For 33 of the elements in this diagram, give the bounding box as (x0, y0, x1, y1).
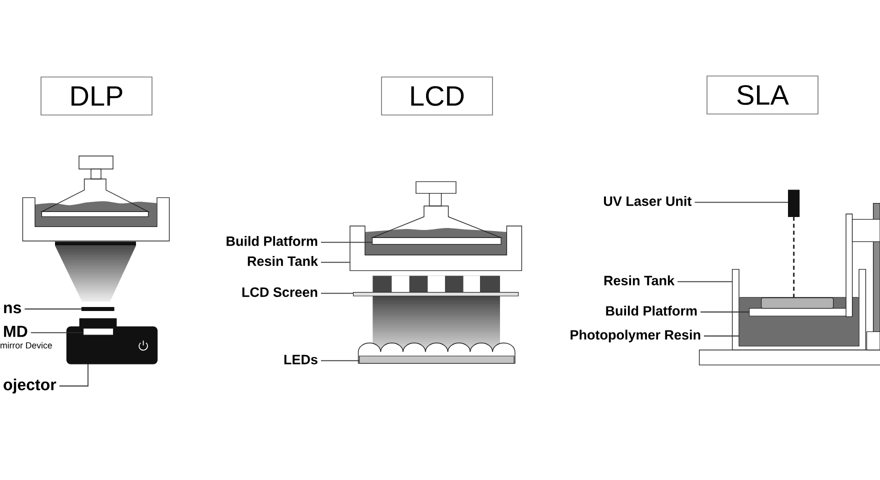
leader-line (320, 262, 350, 263)
part-label: Build Platform (606, 306, 697, 316)
leader-line (58, 364, 88, 386)
printed-part (761, 298, 834, 309)
leader-line (694, 202, 789, 203)
laser-unit (788, 190, 800, 217)
leader-line (677, 281, 733, 282)
part-label: Resin Tank (604, 275, 675, 286)
part-label: ns (4, 304, 22, 314)
lcd-screen (353, 292, 519, 296)
laser-beam (793, 216, 795, 298)
part-label: LEDs (284, 354, 318, 364)
leader-line (320, 242, 373, 243)
part-label: UV Laser Unit (604, 196, 692, 206)
lens (81, 307, 114, 311)
part-label: Build Platform (226, 236, 318, 246)
build-platform (749, 308, 848, 316)
part-label: MD (4, 326, 28, 337)
dmd-chip (83, 328, 114, 336)
part-label: LCD Screen (242, 287, 318, 297)
leader-line (320, 292, 354, 294)
title-box: SLA (706, 76, 818, 114)
part-label: Photopolymer Resin (570, 330, 700, 342)
leader-line (24, 308, 82, 310)
led-strip (359, 356, 514, 364)
label-subtitle: mirror Device (0, 342, 52, 348)
leader-line (30, 332, 84, 334)
part-label: ojector (4, 378, 56, 394)
part-label: Resin Tank (248, 256, 318, 266)
title-box: LCD (381, 76, 493, 116)
title-box: DLP (40, 76, 152, 116)
projector (66, 318, 158, 364)
leader-line (320, 360, 360, 362)
